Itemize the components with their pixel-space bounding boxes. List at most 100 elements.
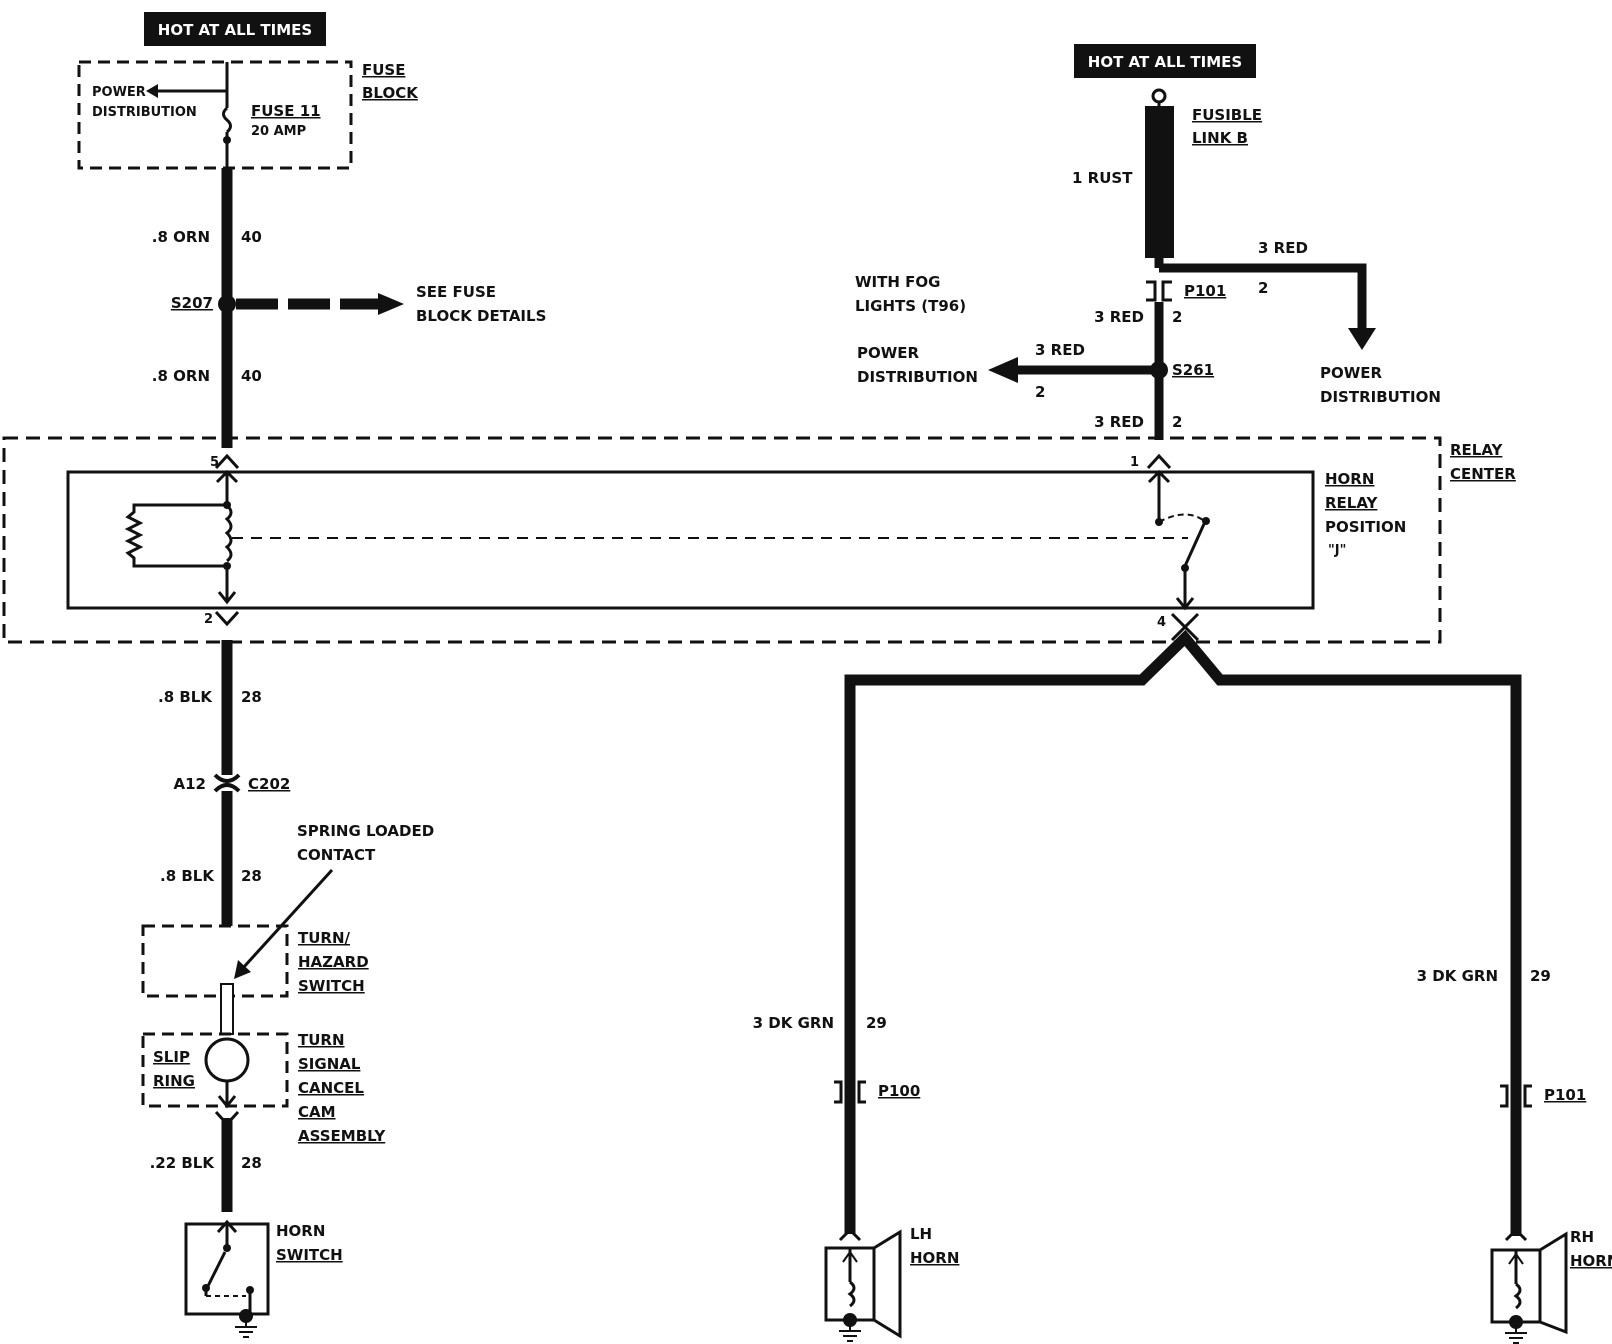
- rh-horn-label-2: HORN: [1570, 1252, 1612, 1270]
- connector-p100-icon: [834, 1080, 866, 1104]
- power-dist-right-label: POWER: [1320, 364, 1383, 382]
- horn-relay-label: HORN: [1325, 470, 1374, 488]
- svg-text:HOT AT ALL TIMES: HOT AT ALL TIMES: [1088, 53, 1242, 71]
- relay-center-label-2: CENTER: [1450, 465, 1516, 483]
- ground-icon: [235, 1309, 257, 1338]
- left-red-label: 3 RED: [1035, 341, 1085, 359]
- connector-c202-icon: [213, 773, 241, 793]
- fuse-block-label-2: BLOCK: [362, 84, 419, 102]
- cam-assembly-label-2: SIGNAL: [298, 1055, 361, 1073]
- see-fuse-block-label: SEE FUSE: [416, 283, 496, 301]
- red-branch-to-power: [1159, 263, 1367, 330]
- relay-pin-2: 2: [204, 612, 213, 627]
- rh-wire-circuit: 29: [1530, 967, 1551, 985]
- spring-contact-pointer-arrow: [234, 868, 334, 979]
- rust-wire-label: 1 RUST: [1072, 169, 1133, 187]
- relay-contact-switch-icon: [1155, 472, 1210, 611]
- blk-wire-gauge-2: .8 BLK: [160, 867, 215, 885]
- horn-relay-label-3: POSITION: [1325, 518, 1406, 536]
- see-fuse-block-arrow: [236, 293, 404, 315]
- rh-horn-label: RH: [1570, 1228, 1594, 1246]
- relay-resistor-icon: [124, 503, 227, 568]
- relay-center-label: RELAY: [1450, 441, 1504, 459]
- fusible-link-label: FUSIBLE: [1192, 106, 1262, 124]
- connector-p101-rh-icon: [1500, 1084, 1532, 1108]
- red-wire-1-label: 3 RED: [1094, 308, 1144, 326]
- relay-coil-icon: [217, 503, 237, 605]
- blk-wire-circuit-2: 28: [241, 867, 262, 885]
- blk-wire-circuit-1: 28: [241, 688, 262, 706]
- fuse-block-box: [77, 60, 353, 170]
- connector-p100-label: P100: [878, 1082, 920, 1100]
- red-wire-2-circuit: 2: [1172, 413, 1182, 431]
- orn-wire-gauge-2: .8 ORN: [152, 367, 210, 385]
- connector-a12-label: A12: [174, 775, 206, 793]
- horn-relay-label-2: RELAY: [1325, 494, 1379, 512]
- blk-wire-gauge-3: .22 BLK: [150, 1154, 216, 1172]
- splice-s261: [1150, 361, 1168, 379]
- turn-hazard-label-3: SWITCH: [298, 977, 365, 995]
- splice-s207-label: S207: [171, 294, 213, 312]
- cam-assembly-label-4: CAM: [298, 1103, 336, 1121]
- red-wire-1-circuit: 2: [1172, 308, 1182, 326]
- fuse-11-label: FUSE 11: [251, 102, 321, 120]
- hot-at-all-times-badge-left: HOT AT ALL TIMES: [144, 12, 326, 46]
- power-distribution-arrow: [146, 84, 227, 98]
- power-dist-right-label-2: DISTRIBUTION: [1320, 388, 1441, 406]
- spring-contact-icon: [220, 983, 234, 1035]
- fog-lights-label-2: LIGHTS (T96): [855, 297, 966, 315]
- cam-assembly-label-3: CANCEL: [298, 1079, 364, 1097]
- blk-wire-gauge-1: .8 BLK: [158, 688, 213, 706]
- fuse-block-label: FUSE: [362, 61, 405, 79]
- horn-switch-label-2: SWITCH: [276, 1246, 343, 1264]
- fog-lights-label: WITH FOG: [855, 273, 940, 291]
- relay-center-box: [2, 436, 1442, 644]
- power-dist-left-label: POWER: [857, 344, 920, 362]
- relay-pin-5: 5: [210, 455, 219, 470]
- lh-horn-icon: [824, 1227, 902, 1342]
- cam-assembly-label: TURN: [298, 1031, 345, 1049]
- horn-relay-label-4: "J": [1328, 543, 1346, 558]
- orn-wire-gauge-1: .8 ORN: [152, 228, 210, 246]
- connector-p101-rh-label: P101: [1544, 1086, 1586, 1104]
- lh-horn-label: LH: [910, 1225, 932, 1243]
- see-fuse-block-label-2: BLOCK DETAILS: [416, 307, 546, 325]
- lh-wire-gauge: 3 DK GRN: [753, 1014, 834, 1032]
- splice-s207: [218, 295, 236, 313]
- turn-hazard-label: TURN/: [298, 929, 351, 947]
- hot-at-all-times-badge-right: HOT AT ALL TIMES: [1074, 44, 1256, 78]
- fuse-11-rating: 20 AMP: [251, 124, 306, 139]
- svg-text:HOT AT ALL TIMES: HOT AT ALL TIMES: [158, 21, 312, 39]
- power-distribution-label-2: DISTRIBUTION: [92, 105, 197, 120]
- blk-wire-circuit-3: 28: [241, 1154, 262, 1172]
- splice-s261-label: S261: [1172, 361, 1214, 379]
- turn-hazard-switch-box: [141, 924, 289, 998]
- lh-wire-circuit: 29: [866, 1014, 887, 1032]
- power-dist-left-label-2: DISTRIBUTION: [857, 368, 978, 386]
- connector-p101-top-label: P101: [1184, 282, 1226, 300]
- fusible-link-label-2: LINK B: [1192, 129, 1248, 147]
- rh-wire-gauge: 3 DK GRN: [1417, 967, 1498, 985]
- turn-hazard-label-2: HAZARD: [298, 953, 369, 971]
- red-branch-circuit: 2: [1258, 279, 1268, 297]
- rh-horn-icon: [1490, 1227, 1568, 1344]
- spring-loaded-label-2: CONTACT: [297, 846, 376, 864]
- lh-horn-label-2: HORN: [910, 1249, 959, 1267]
- fusible-link-icon: [1145, 88, 1174, 258]
- orn-wire-circuit-1: 40: [241, 228, 262, 246]
- horn-relay-box: [66, 470, 1315, 610]
- left-red-circuit: 2: [1035, 383, 1045, 401]
- slip-ring-icon: [204, 1037, 250, 1083]
- dk-grn-wire-29: [844, 629, 1522, 1236]
- red-wire-2-label: 3 RED: [1094, 413, 1144, 431]
- horn-switch-label: HORN: [276, 1222, 325, 1240]
- slip-ring-label: SLIP: [153, 1048, 190, 1066]
- connector-c202-label: C202: [248, 775, 290, 793]
- orn-wire-circuit-2: 40: [241, 367, 262, 385]
- relay-pin-4: 4: [1157, 615, 1166, 630]
- red-branch-label: 3 RED: [1258, 239, 1308, 257]
- connector-p101-top-icon: [1146, 280, 1172, 302]
- power-distribution-label: POWER: [92, 85, 146, 100]
- horn-switch-contact-icon: [202, 1224, 254, 1316]
